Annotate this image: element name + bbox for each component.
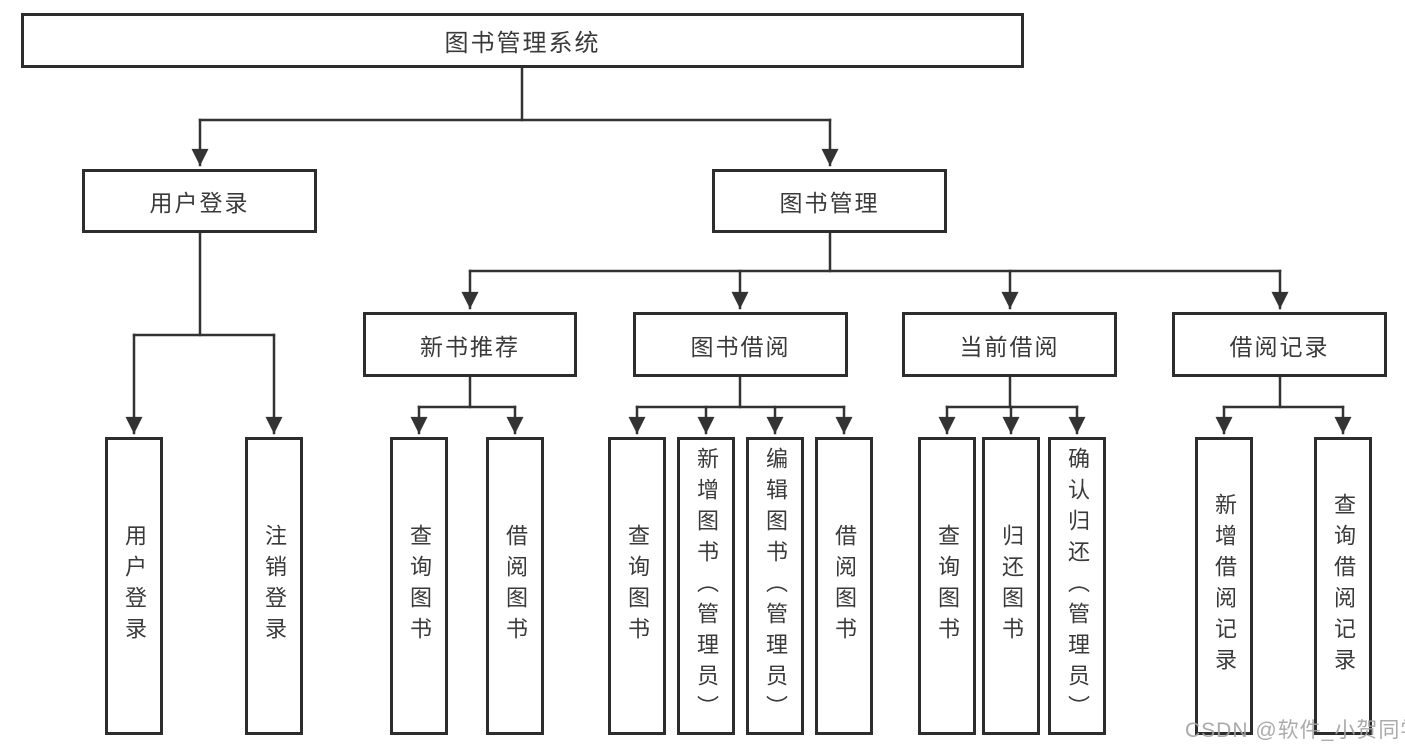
node-book-management: 图书管理 — [712, 169, 947, 233]
node-new-book-recommend: 新书推荐 — [363, 312, 577, 377]
node-library-management-system: 图书管理系统 — [21, 13, 1024, 68]
edges-user-login — [125, 231, 283, 435]
node-label: 图书管理 — [779, 190, 880, 216]
node-label: 新书推荐 — [420, 333, 520, 360]
node-label: 查询图书 — [625, 524, 650, 648]
node-label: 用户登录 — [149, 190, 250, 216]
leaf-add-books-admin: 新增图书（管理员） — [677, 437, 735, 735]
node-label: 注销登录 — [262, 524, 287, 648]
node-label: 借阅图书 — [832, 524, 857, 648]
node-label: 图书管理系统 — [444, 30, 601, 57]
node-label: 用户登录 — [122, 524, 147, 648]
leaf-edit-books-admin: 编辑图书（管理员） — [746, 437, 804, 735]
leaf-confirm-return-admin: 确认归还（管理员） — [1048, 437, 1106, 735]
node-label: 新增借阅记录 — [1212, 493, 1237, 679]
edges-book-management — [461, 231, 1289, 310]
node-book-borrowing: 图书借阅 — [633, 312, 848, 377]
node-label: 图书借阅 — [690, 333, 791, 360]
leaf-query-books-2: 查询图书 — [608, 437, 666, 735]
node-label: 归还图书 — [999, 524, 1024, 648]
edges-new-book-recommend — [410, 375, 524, 435]
edges-book-borrowing — [628, 375, 853, 435]
edges-current-borrowing — [938, 375, 1086, 435]
leaf-return-books: 归还图书 — [982, 437, 1040, 735]
node-label: 查询借阅记录 — [1331, 493, 1356, 679]
node-borrow-records: 借阅记录 — [1172, 312, 1387, 377]
leaf-borrow-books-2: 借阅图书 — [815, 437, 873, 735]
node-label: 借阅图书 — [503, 524, 528, 648]
node-label: 新增图书（管理员） — [694, 446, 719, 726]
leaf-logout: 注销登录 — [245, 437, 303, 735]
node-current-borrowing: 当前借阅 — [902, 312, 1117, 377]
node-user-login: 用户登录 — [82, 169, 317, 233]
leaf-add-borrow-record: 新增借阅记录 — [1195, 437, 1253, 735]
node-label: 查询图书 — [935, 524, 960, 648]
node-label: 确认归还（管理员） — [1065, 446, 1090, 726]
leaf-query-books-3: 查询图书 — [918, 437, 976, 735]
edges-borrow-records — [1215, 375, 1352, 435]
node-label: 编辑图书（管理员） — [763, 446, 788, 726]
watermark: CSDN @软件_小贺同学 — [1185, 719, 1405, 742]
leaf-login: 用户登录 — [105, 437, 163, 735]
leaf-borrow-books-1: 借阅图书 — [486, 437, 544, 735]
node-label: 查询图书 — [407, 524, 432, 648]
edges-root — [191, 66, 839, 167]
leaf-query-borrow-record: 查询借阅记录 — [1314, 437, 1372, 735]
leaf-query-books-1: 查询图书 — [390, 437, 448, 735]
node-label: 当前借阅 — [959, 333, 1060, 360]
node-label: 借阅记录 — [1229, 333, 1330, 360]
